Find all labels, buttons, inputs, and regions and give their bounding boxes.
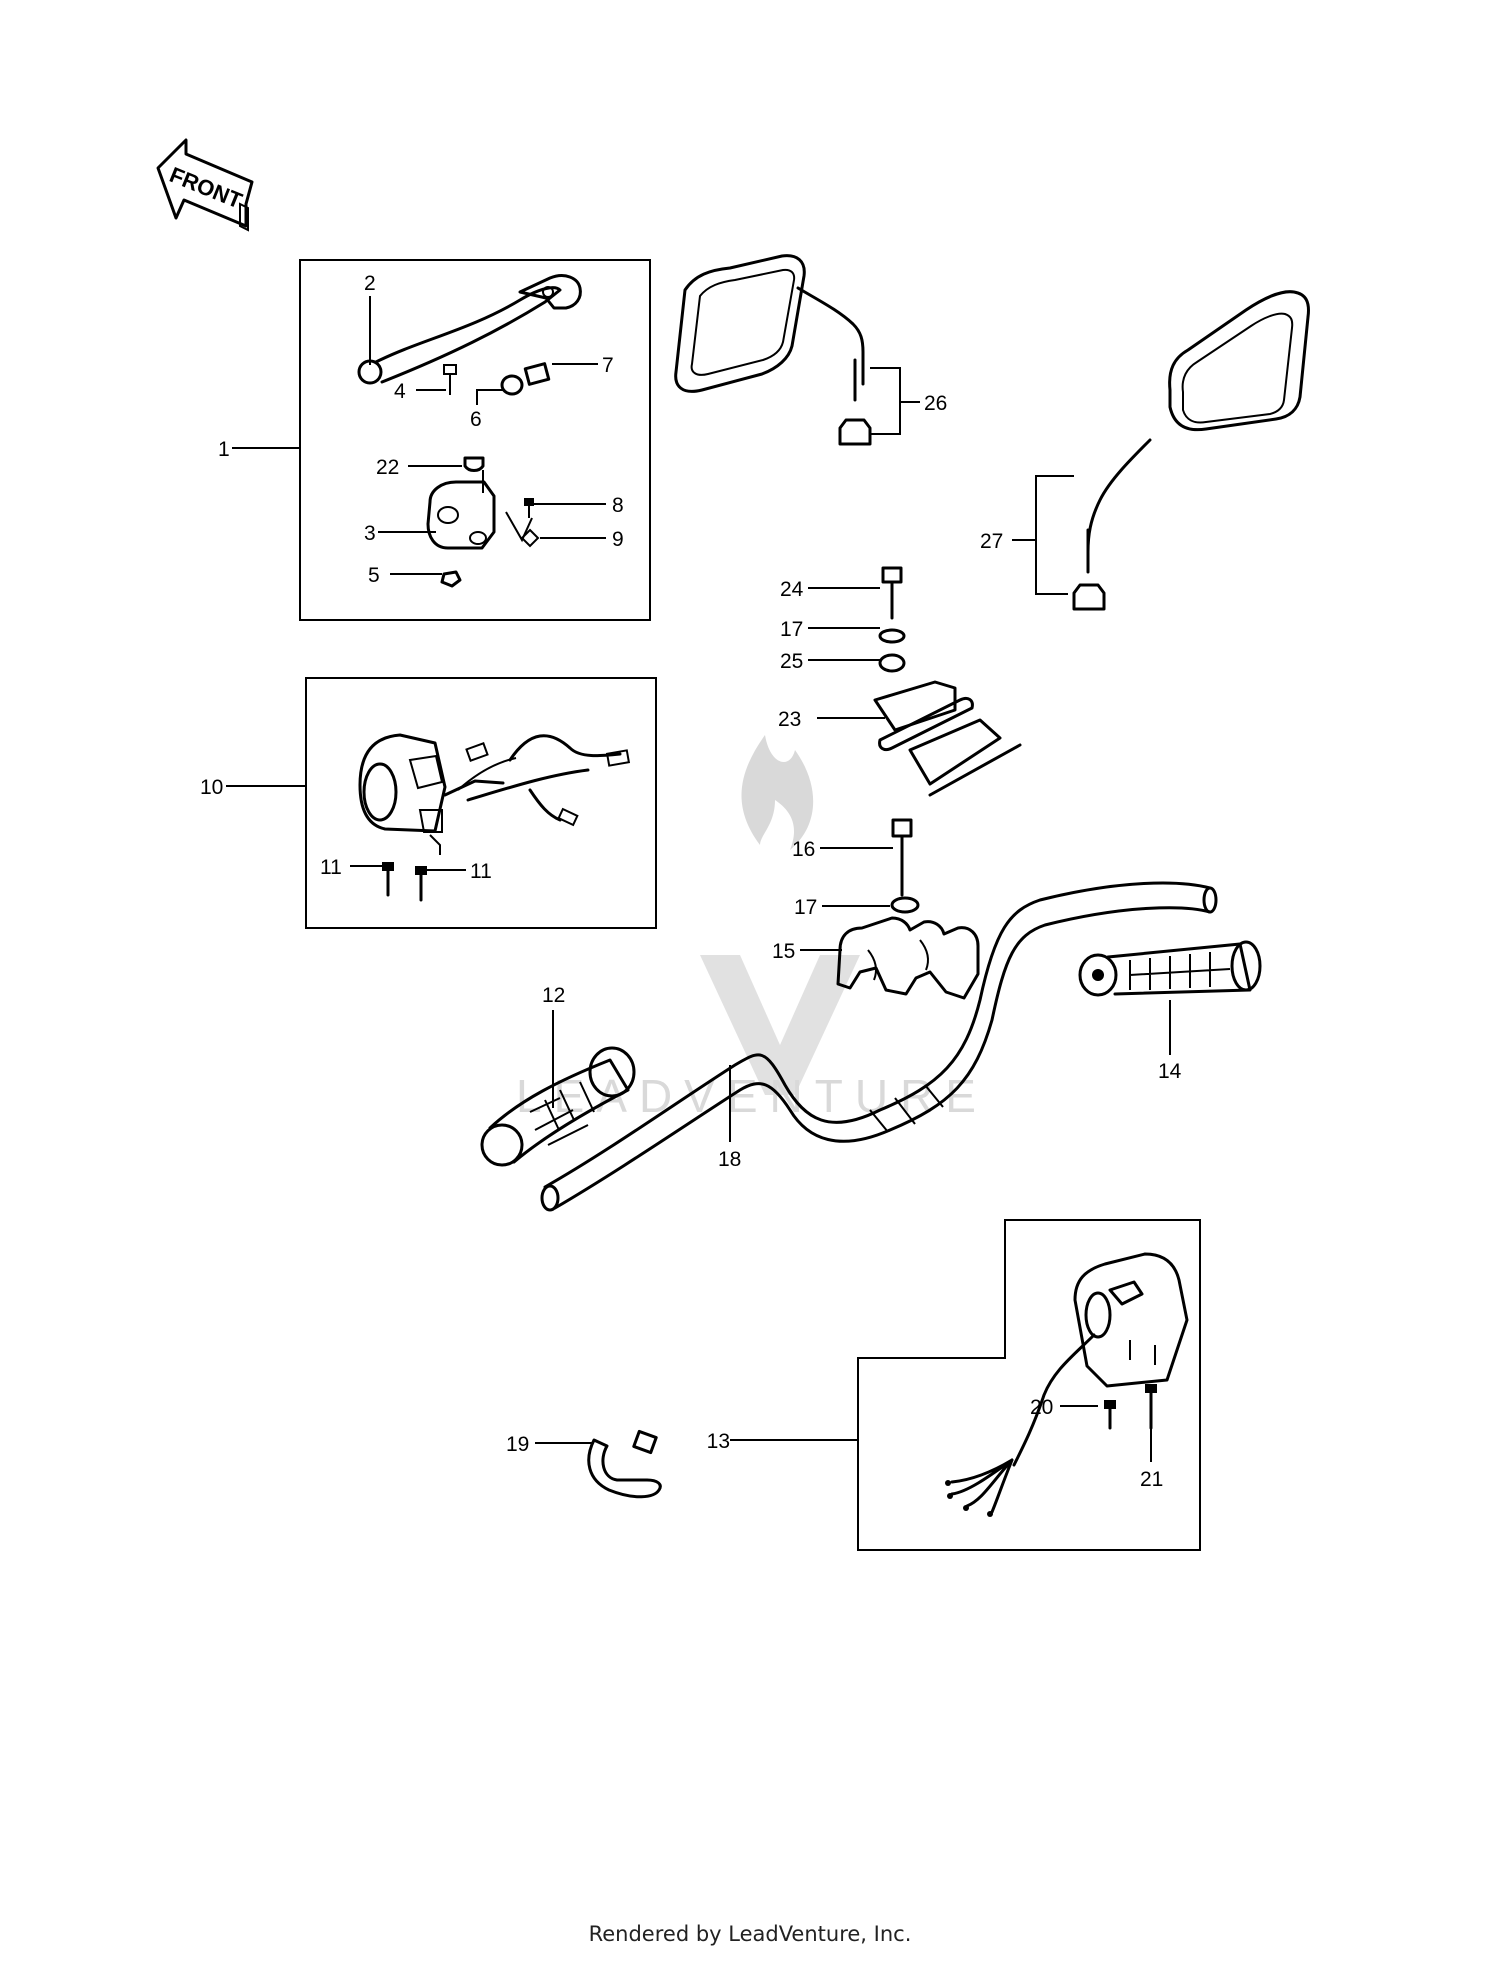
switch-screw-short: [1104, 1400, 1116, 1430]
flat-washer: [878, 653, 906, 673]
callout-19: 19: [506, 1433, 529, 1456]
front-direction-arrow: FRONT: [156, 138, 254, 232]
spring-washer-lower: [890, 896, 920, 914]
callout-26: 26: [924, 392, 947, 415]
callout-10: 10: [200, 776, 223, 799]
watermark-text: LEADVENTURE: [516, 1070, 988, 1122]
callout-17-lower: 17: [794, 896, 817, 919]
left-grip: [480, 1046, 636, 1167]
callout-7: 7: [602, 354, 614, 377]
callout-11-left: 11: [320, 856, 342, 879]
callout-3: 3: [364, 522, 376, 545]
dust-cap: [463, 456, 485, 472]
left-switch-box: [305, 677, 657, 929]
right-handlebar-switch: [945, 1252, 1189, 1517]
callout-2: 2: [364, 272, 376, 295]
right-grip: [1078, 940, 1262, 997]
holder-nut: [440, 570, 462, 588]
left-handlebar-switch: [358, 733, 447, 855]
mounting-bracket: [873, 680, 1022, 797]
switch-screw-right: [415, 866, 427, 902]
switch-wiring: [443, 734, 631, 827]
wire-clamp: [587, 1429, 662, 1499]
callout-4: 4: [394, 380, 406, 403]
callout-labels: 1 2 3 4 5 6 7 8 9 10 11 11 12 13 14 15 1…: [200, 272, 1182, 1491]
lever-assembly-box: [299, 259, 651, 621]
lever-holder: [426, 480, 533, 550]
handlebar-holder-bolt: [891, 818, 913, 897]
callout-24: 24: [780, 578, 804, 601]
left-mirror: [674, 254, 872, 446]
handlebar-holder: [836, 916, 980, 1000]
right-switch-box: [857, 1219, 1201, 1551]
switch-screw-left: [382, 862, 394, 897]
holder-screw: [524, 498, 534, 518]
callout-21: 21: [1140, 1468, 1163, 1491]
callout-6: 6: [470, 408, 482, 431]
adjuster-screw: [523, 362, 551, 386]
callout-5: 5: [368, 564, 380, 587]
clutch-lever: [357, 274, 582, 385]
callout-12: 12: [542, 984, 565, 1007]
washer: [500, 374, 524, 396]
callout-13: 13: [707, 1430, 730, 1453]
callout-14: 14: [1158, 1060, 1182, 1083]
callout-17-upper: 17: [780, 618, 803, 641]
front-label: FRONT: [166, 162, 246, 214]
right-mirror: [1072, 290, 1310, 611]
callout-20: 20: [1030, 1396, 1053, 1419]
footer-credit: Rendered by LeadVenture, Inc.: [588, 1922, 912, 1946]
callout-16: 16: [792, 838, 815, 861]
leadventure-watermark: LEADVENTURE: [516, 735, 988, 1122]
lock-washer: [520, 528, 540, 548]
callout-9: 9: [612, 528, 624, 551]
callout-23: 23: [778, 708, 801, 731]
callout-15: 15: [772, 940, 795, 963]
callout-8: 8: [612, 494, 624, 517]
handlebar: [540, 881, 1218, 1212]
callout-27: 27: [980, 530, 1003, 553]
pivot-bolt: [443, 364, 457, 395]
leader-lines: [226, 296, 1171, 1462]
switch-screw-long: [1145, 1384, 1157, 1430]
callout-25: 25: [780, 650, 803, 673]
spring-washer-upper: [878, 628, 906, 644]
callout-11-right: 11: [470, 860, 492, 883]
callout-1: 1: [218, 438, 230, 461]
callout-18: 18: [718, 1148, 741, 1171]
callout-22: 22: [376, 456, 399, 479]
bracket-bolt: [881, 566, 903, 620]
